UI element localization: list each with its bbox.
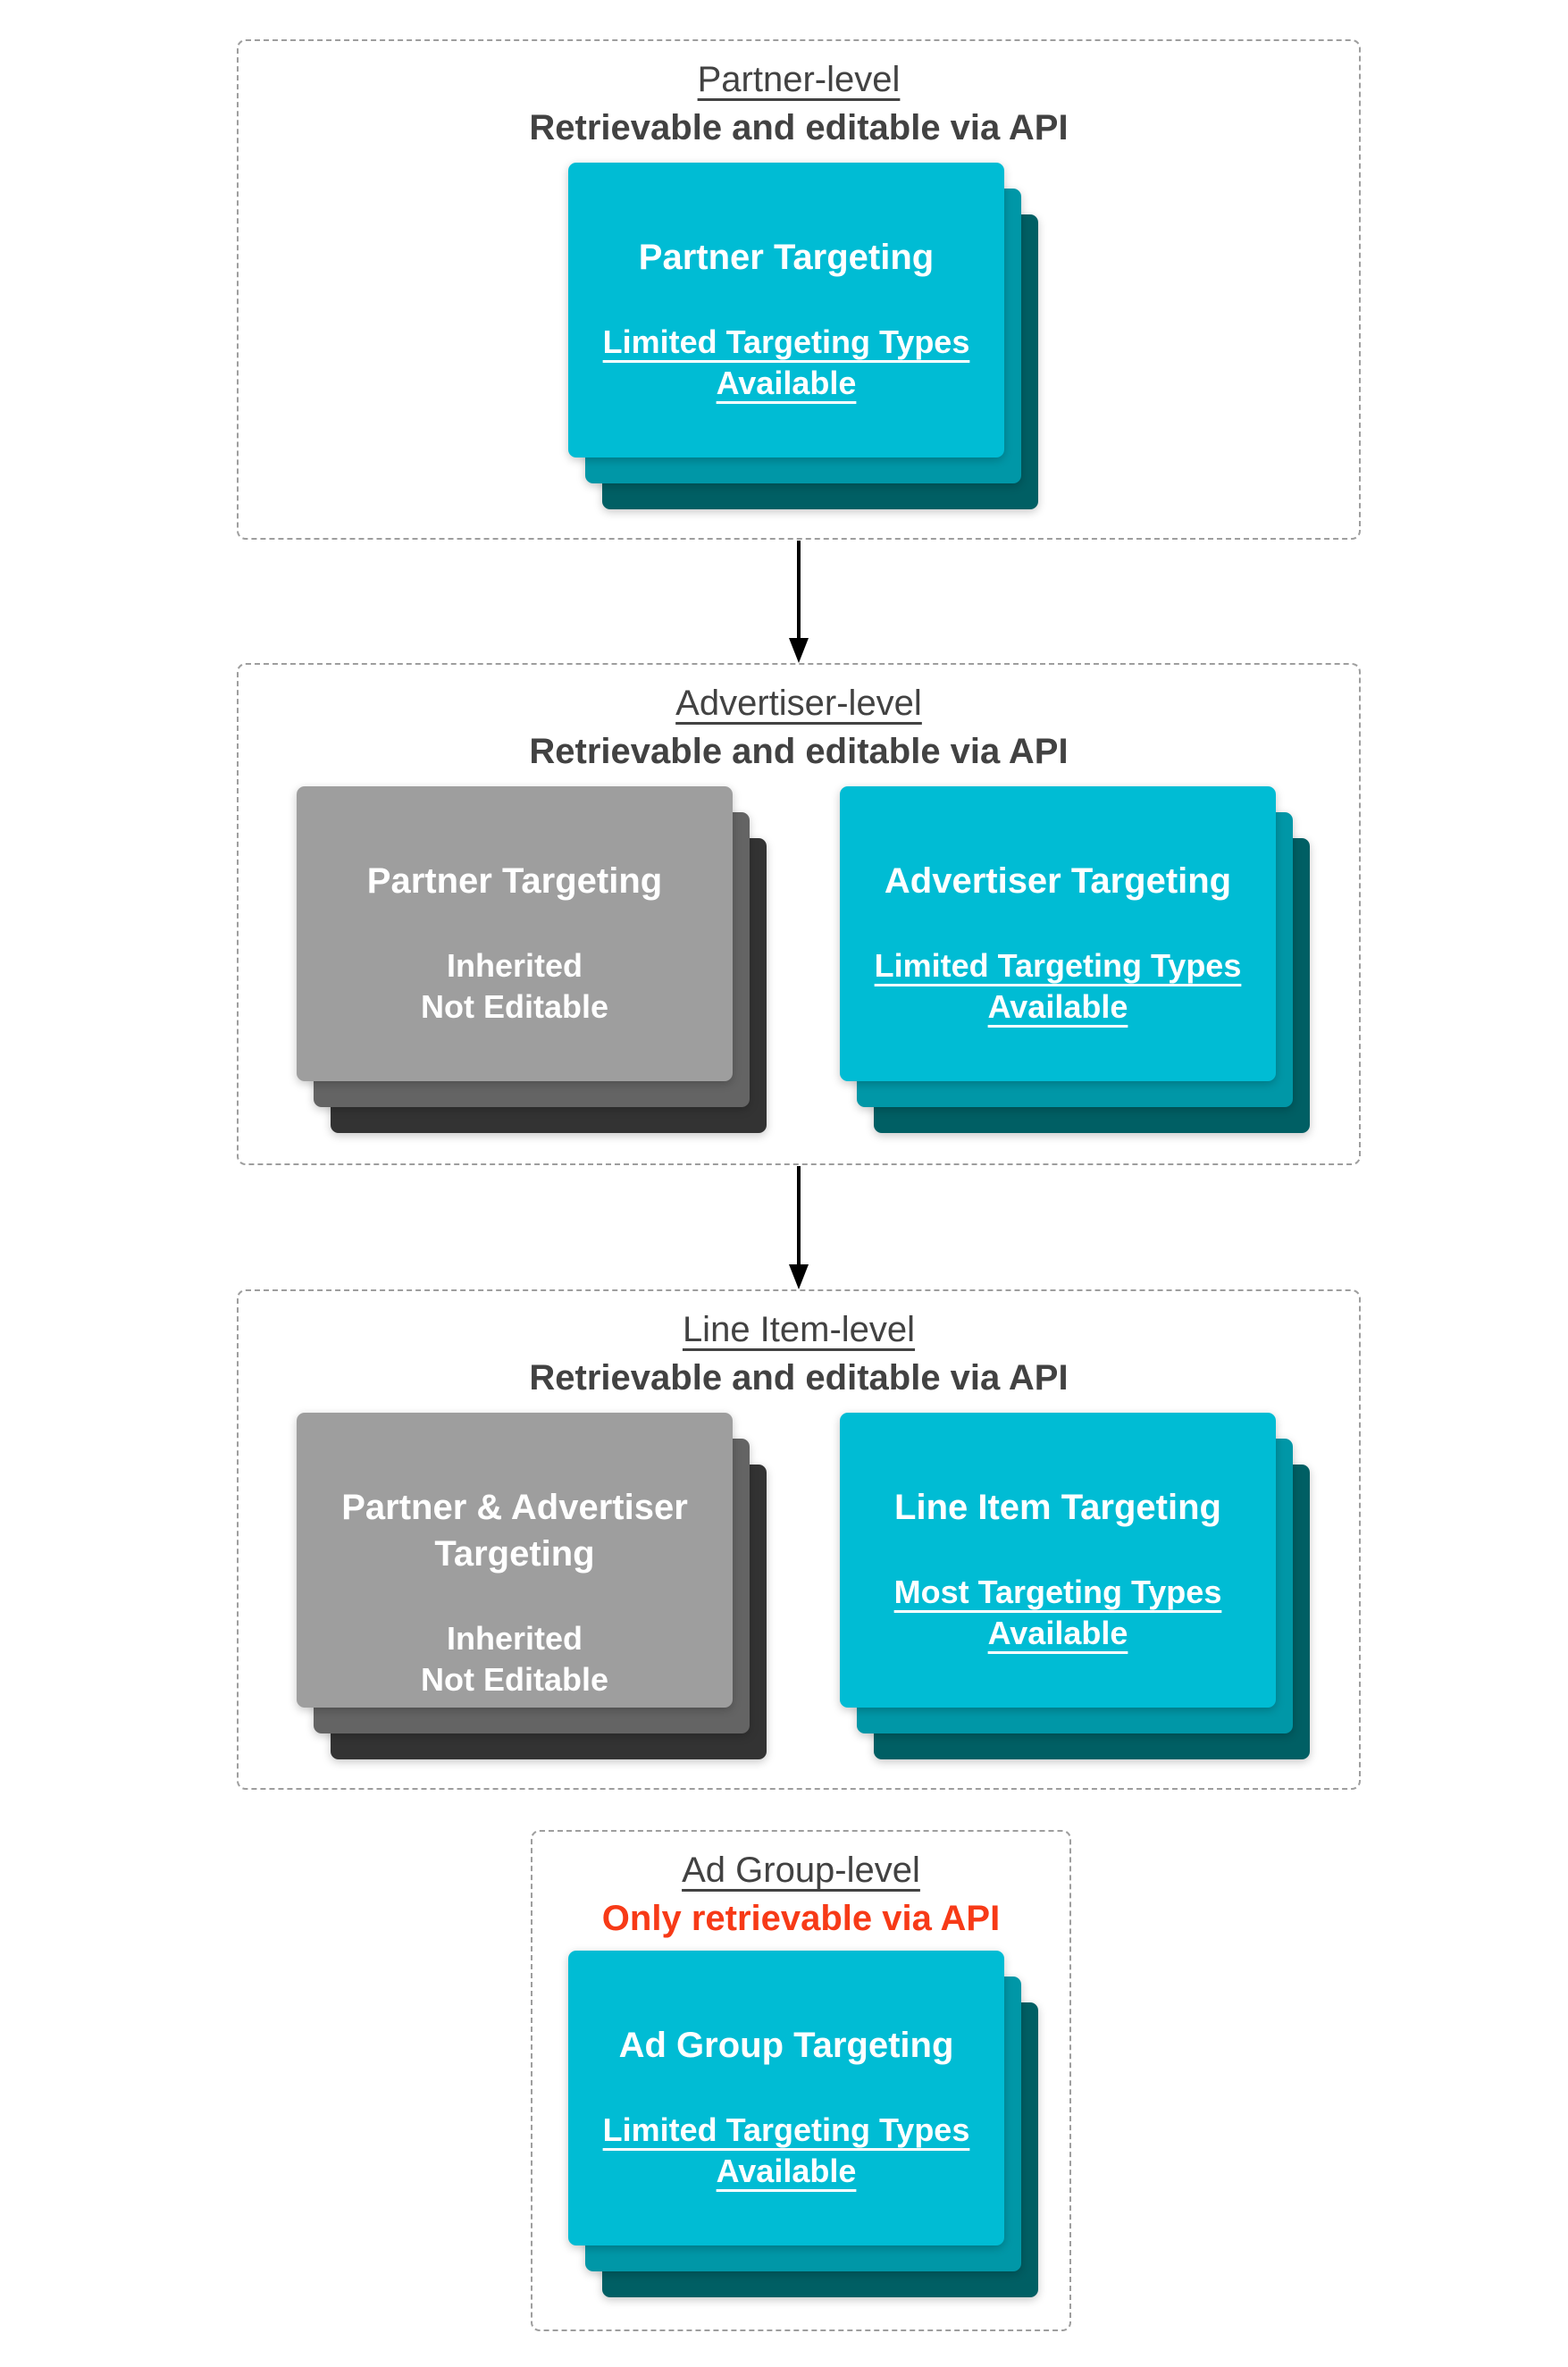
card-partner-advertiser-targeting-inherited: Partner & Advertiser Targeting Inherited…: [297, 1413, 767, 1759]
down-arrow-icon: [789, 541, 809, 663]
card-subtitle: Limited Targeting Types Available: [874, 947, 1242, 1025]
card-subtitle: Inherited Not Editable: [420, 947, 608, 1025]
section-title: Line Item-level: [682, 1310, 916, 1349]
section-subtitle: Retrievable and editable via API: [529, 1358, 1069, 1398]
section-title: Partner-level: [697, 60, 901, 99]
card-subtitle: Most Targeting Types Available: [893, 1574, 1222, 1651]
card-face: Ad Group Targeting Limited Targeting Typ…: [568, 1951, 1004, 2245]
card-advertiser-targeting: Advertiser Targeting Limited Targeting T…: [840, 786, 1310, 1133]
section-subtitle: Only retrievable via API: [601, 1899, 1001, 1938]
section-subtitle: Retrievable and editable via API: [529, 108, 1069, 147]
section-title: Advertiser-level: [675, 684, 922, 723]
card-face: Partner & Advertiser Targeting Inherited…: [297, 1413, 733, 1708]
arrow-shaft: [797, 1166, 801, 1266]
card-face: Line Item Targeting Most Targeting Types…: [840, 1413, 1276, 1708]
card-title: Partner & Advertiser Targeting: [341, 1488, 688, 1574]
card-subtitle: Limited Targeting Types Available: [602, 2111, 970, 2189]
card-subtitle: Limited Targeting Types Available: [602, 323, 970, 401]
arrow-shaft: [797, 541, 801, 640]
card-partner-targeting-inherited: Partner Targeting Inherited Not Editable: [297, 786, 767, 1133]
section-ad-group-level: Ad Group-level Only retrievable via API …: [531, 1830, 1071, 2331]
arrow-head: [789, 1264, 809, 1289]
card-ad-group-targeting: Ad Group Targeting Limited Targeting Typ…: [568, 1951, 1038, 2297]
card-title: Line Item Targeting: [894, 1488, 1221, 1527]
card-line-item-targeting: Line Item Targeting Most Targeting Types…: [840, 1413, 1310, 1759]
card-face: Advertiser Targeting Limited Targeting T…: [840, 786, 1276, 1081]
card-title: Advertiser Targeting: [884, 861, 1232, 901]
section-subtitle: Retrievable and editable via API: [529, 732, 1069, 771]
card-partner-targeting: Partner Targeting Limited Targeting Type…: [568, 163, 1038, 509]
card-title: Partner Targeting: [366, 861, 663, 901]
down-arrow-icon: [789, 1166, 809, 1289]
arrow-head: [789, 638, 809, 663]
section-advertiser-level: Advertiser-level Retrievable and editabl…: [237, 663, 1361, 1165]
section-title: Ad Group-level: [682, 1851, 920, 1890]
card-title: Partner Targeting: [638, 238, 935, 277]
card-face: Partner Targeting Inherited Not Editable: [297, 786, 733, 1081]
card-subtitle: Inherited Not Editable: [420, 1620, 608, 1698]
section-line-item-level: Line Item-level Retrievable and editable…: [237, 1289, 1361, 1790]
section-partner-level: Partner-level Retrievable and editable v…: [237, 39, 1361, 540]
card-title: Ad Group Targeting: [618, 2026, 954, 2065]
card-face: Partner Targeting Limited Targeting Type…: [568, 163, 1004, 457]
